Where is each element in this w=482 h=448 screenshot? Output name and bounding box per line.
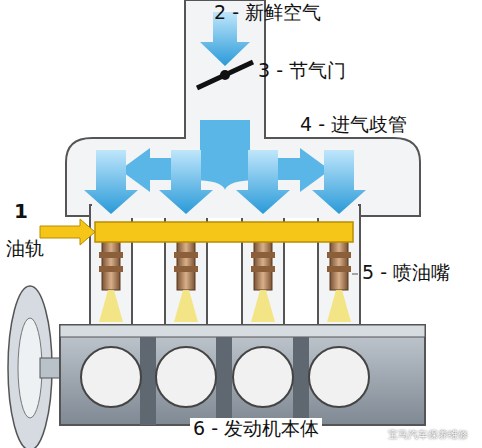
intake-runners	[90, 205, 360, 330]
intake-manifold	[66, 0, 420, 216]
fuel-rail	[40, 219, 353, 245]
engine-label: 6 - 发动机本体	[190, 418, 322, 440]
manifold-label: 4 - 进气歧管	[300, 114, 407, 136]
fuel-injectors	[99, 240, 351, 322]
flywheel	[8, 286, 62, 448]
throttle-label: 3 - 节气门	[258, 60, 346, 82]
fuel-rail-label: 油轨	[6, 238, 44, 260]
air-flow-arrows	[84, 12, 366, 214]
air-label: 2 - 新鲜空气	[214, 2, 321, 24]
engine-block	[60, 325, 425, 425]
callout-number: 1	[14, 200, 28, 223]
injector-label: 5 - 喷油嘴	[362, 262, 450, 284]
plenum-fill	[92, 204, 358, 218]
leader-line	[352, 274, 358, 275]
watermark: 宝马汽车保养维修	[388, 429, 468, 441]
throttle-valve	[197, 62, 253, 88]
